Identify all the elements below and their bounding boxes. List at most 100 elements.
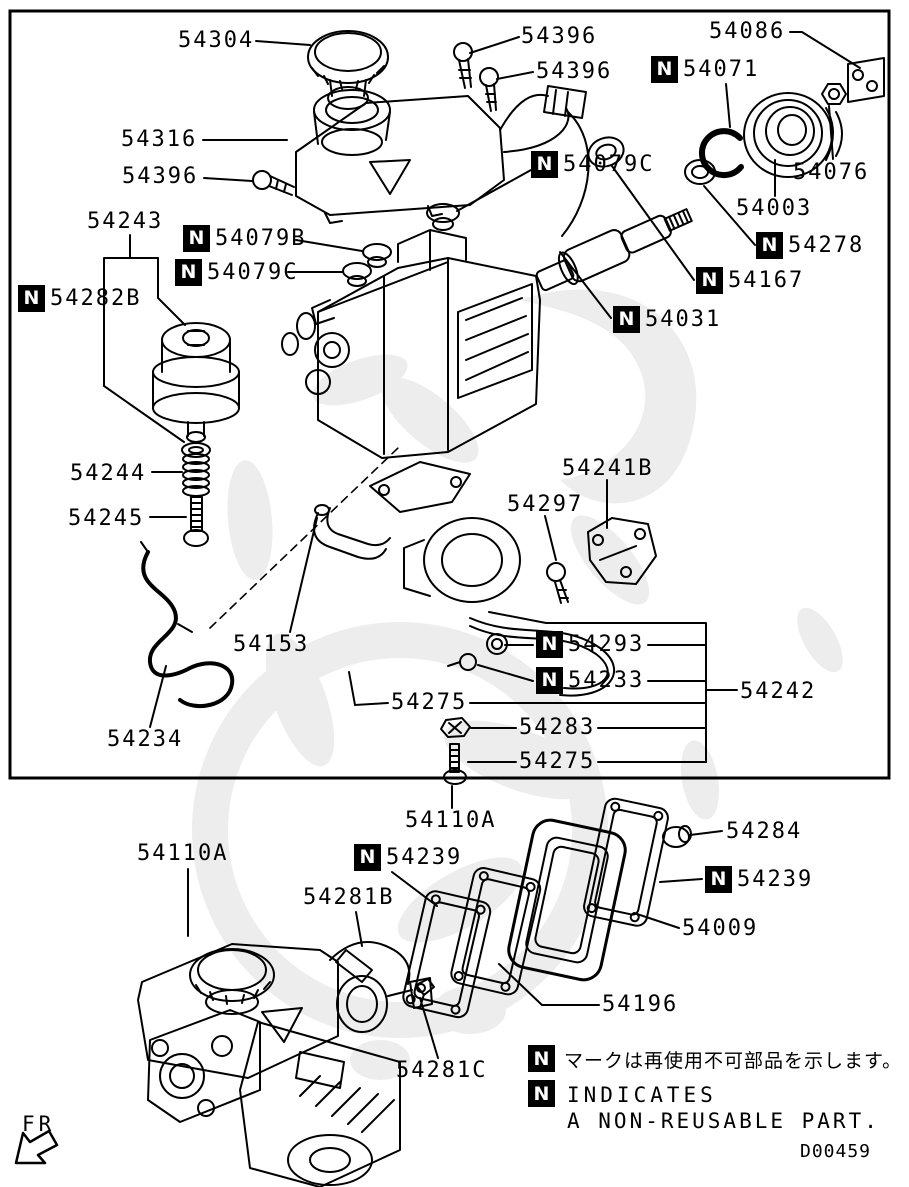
push-rod-drawing: [535, 57, 885, 292]
part-number: 54275: [391, 690, 468, 715]
part-label-54281B: 54281B: [303, 887, 394, 909]
part-number: 54196: [602, 992, 679, 1017]
part-number: 54071: [683, 56, 760, 82]
part-number: 54304: [178, 28, 255, 53]
non-reusable-badge: N: [536, 631, 563, 658]
part-label-54076: 54076: [793, 162, 869, 184]
non-reusable-badge: N: [536, 667, 563, 694]
part-number: 54396: [521, 24, 598, 49]
watermark: [192, 289, 843, 1080]
part-label-54304: 54304: [178, 30, 254, 52]
part-number: 54245: [68, 506, 145, 531]
non-reusable-badge: N: [705, 866, 732, 893]
part-label-54003: 54003: [736, 198, 812, 220]
part-label-54396-1: 54396: [521, 26, 597, 48]
part-number: 54167: [728, 267, 805, 293]
part-label-54284: 54284: [726, 821, 802, 843]
legend-japanese: マークは再使用不可部品を示します。: [564, 1050, 903, 1072]
part-number: 54281B: [303, 885, 395, 910]
part-label-54234: 54234: [107, 729, 183, 751]
part-label-54245: 54245: [68, 508, 144, 530]
part-label-54196: 54196: [602, 994, 678, 1016]
part-number: 54316: [121, 127, 198, 152]
part-number: 54233: [568, 667, 645, 693]
part-number: 54031: [645, 306, 722, 332]
part-number: 54079C: [207, 259, 299, 285]
part-number: 54242: [740, 679, 817, 704]
part-label-54009: 54009: [682, 918, 758, 940]
hydraulic-unit-drawing: [281, 229, 541, 459]
part-label-54242: 54242: [740, 681, 816, 703]
diagram-frame: [8, 9, 891, 780]
nut-screw-drawing: [440, 717, 471, 785]
part-label-54396-2: 54396: [536, 61, 612, 83]
part-number: 54278: [788, 232, 865, 258]
part-label-54297: 54297: [507, 494, 583, 516]
part-label-54244: 54244: [70, 463, 146, 485]
part-number: 54009: [682, 916, 759, 941]
non-reusable-badge: N: [354, 844, 381, 871]
filter-drawing: [152, 322, 240, 458]
part-number: 54110A: [137, 841, 229, 866]
non-reusable-badge: N: [528, 1080, 555, 1107]
part-number: 54297: [507, 492, 584, 517]
non-reusable-badge: N: [175, 259, 202, 286]
part-label-54243: 54243: [87, 211, 163, 233]
non-reusable-badge: N: [756, 232, 783, 259]
fr-direction-arrow-icon: [14, 1129, 59, 1165]
drawing-code: D00459: [800, 1141, 872, 1162]
part-number: 54079B: [215, 225, 307, 251]
fr-direction-label: FR: [22, 1112, 56, 1136]
part-number: 54239: [386, 844, 463, 870]
part-number: 54239: [737, 866, 814, 892]
part-number: 54396: [122, 164, 199, 189]
part-label-54316: 54316: [121, 129, 197, 151]
reservoir-cap-drawing: [307, 30, 389, 110]
part-label-54275-1: 54275: [391, 692, 467, 714]
part-number: 54153: [233, 632, 310, 657]
part-number: 54079C: [563, 151, 655, 177]
part-number: 54234: [107, 727, 184, 752]
part-label-54241B: 54241B: [562, 458, 653, 480]
part-label-54275-2: 54275: [519, 751, 595, 773]
part-number: 54282B: [50, 285, 142, 311]
part-label-54283: 54283: [519, 717, 595, 739]
part-number: 54396: [536, 59, 613, 84]
leader-lines: [103, 31, 861, 1059]
reservoir-drawing: [295, 85, 590, 237]
part-number: 54110A: [405, 808, 497, 833]
grommet-drawings: [342, 203, 460, 287]
wire-clip-drawing: [140, 541, 235, 709]
part-number: 54293: [568, 631, 645, 657]
part-number: 54086: [709, 19, 786, 44]
part-label-54281C: 54281C: [396, 1060, 487, 1082]
legend-english-line2: A NON-REUSABLE PART.: [567, 1109, 880, 1133]
part-number: 54076: [793, 160, 870, 185]
pump-drawing: [313, 461, 657, 697]
part-number: 54244: [70, 461, 147, 486]
non-reusable-badge: N: [613, 306, 640, 333]
part-number: 54003: [736, 196, 813, 221]
part-label-54086: 54086: [709, 21, 785, 43]
part-label-54396-3: 54396: [122, 166, 198, 188]
part-number: 54283: [519, 715, 596, 740]
part-number: 54284: [726, 819, 803, 844]
part-number: 54241B: [562, 456, 654, 481]
non-reusable-badge: N: [696, 267, 723, 294]
legend-english-line1: INDICATES: [567, 1083, 717, 1107]
part-label-54110A-bottom: 54110A: [137, 843, 228, 865]
part-number: 54281C: [396, 1058, 488, 1083]
part-number: 54275: [519, 749, 596, 774]
